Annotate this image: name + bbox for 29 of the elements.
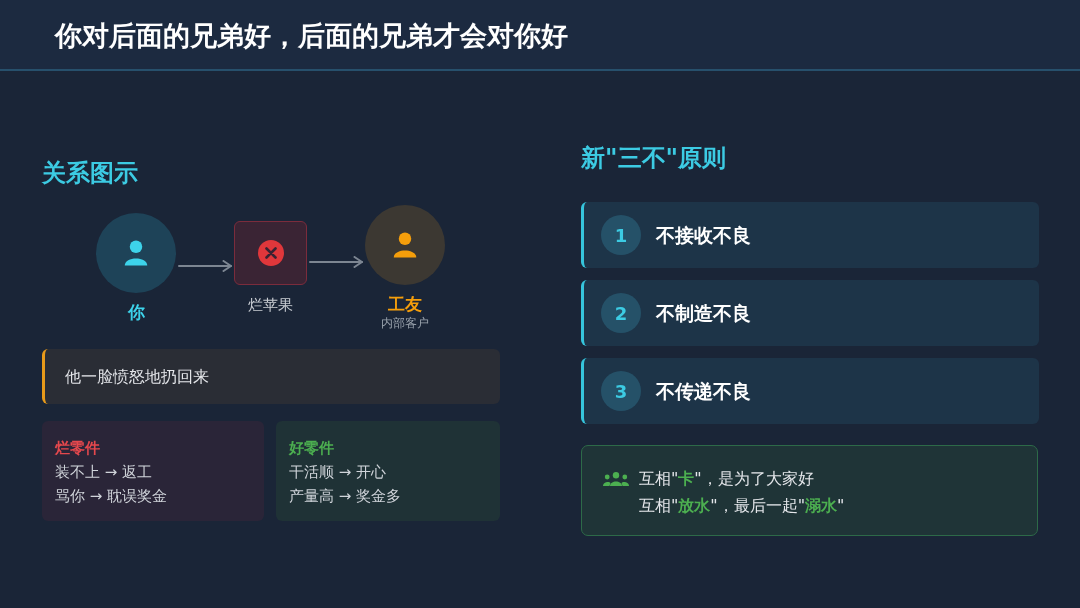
callout-card	[42, 349, 500, 404]
section-heading: 关系图示	[42, 158, 138, 189]
card-heading: 好零件	[289, 438, 334, 459]
arrow	[309, 256, 363, 268]
principle-card	[581, 358, 1039, 424]
card-line: 骂你 → 耽误奖金	[55, 486, 168, 507]
card-line: 产量高 → 奖金多	[289, 486, 402, 507]
principle-card	[581, 280, 1039, 346]
card-line: 干活顺 → 开心	[289, 462, 387, 483]
note-card	[581, 445, 1038, 536]
card-heading: 烂零件	[55, 438, 100, 459]
principle-card	[581, 202, 1039, 268]
section-heading: 新"三不"原则	[581, 143, 726, 174]
step-number: 2	[601, 293, 641, 333]
node-sublabel: 内部客户	[381, 315, 429, 332]
slide-title: 你对后面的兄弟好，后面的兄弟才会对你好	[55, 19, 568, 53]
arrow	[178, 260, 232, 272]
principle-text: 不接收不良	[656, 223, 751, 248]
card-line: 装不上 → 返工	[55, 462, 153, 483]
note-text: 互相"卡"，是为了大家好	[639, 468, 814, 490]
node-label: 烂苹果	[248, 295, 293, 316]
node-label: 你	[127, 301, 145, 323]
step-number: 3	[601, 371, 641, 411]
step-number: 1	[601, 215, 641, 255]
principle-text: 不制造不良	[656, 301, 751, 326]
principle-text: 不传递不良	[656, 379, 751, 404]
node-label: 工友	[388, 293, 422, 315]
callout-text: 他一脸愤怒地扔回来	[65, 365, 209, 388]
note-text: 互相"放水"，最后一起"溺水"	[639, 495, 845, 517]
